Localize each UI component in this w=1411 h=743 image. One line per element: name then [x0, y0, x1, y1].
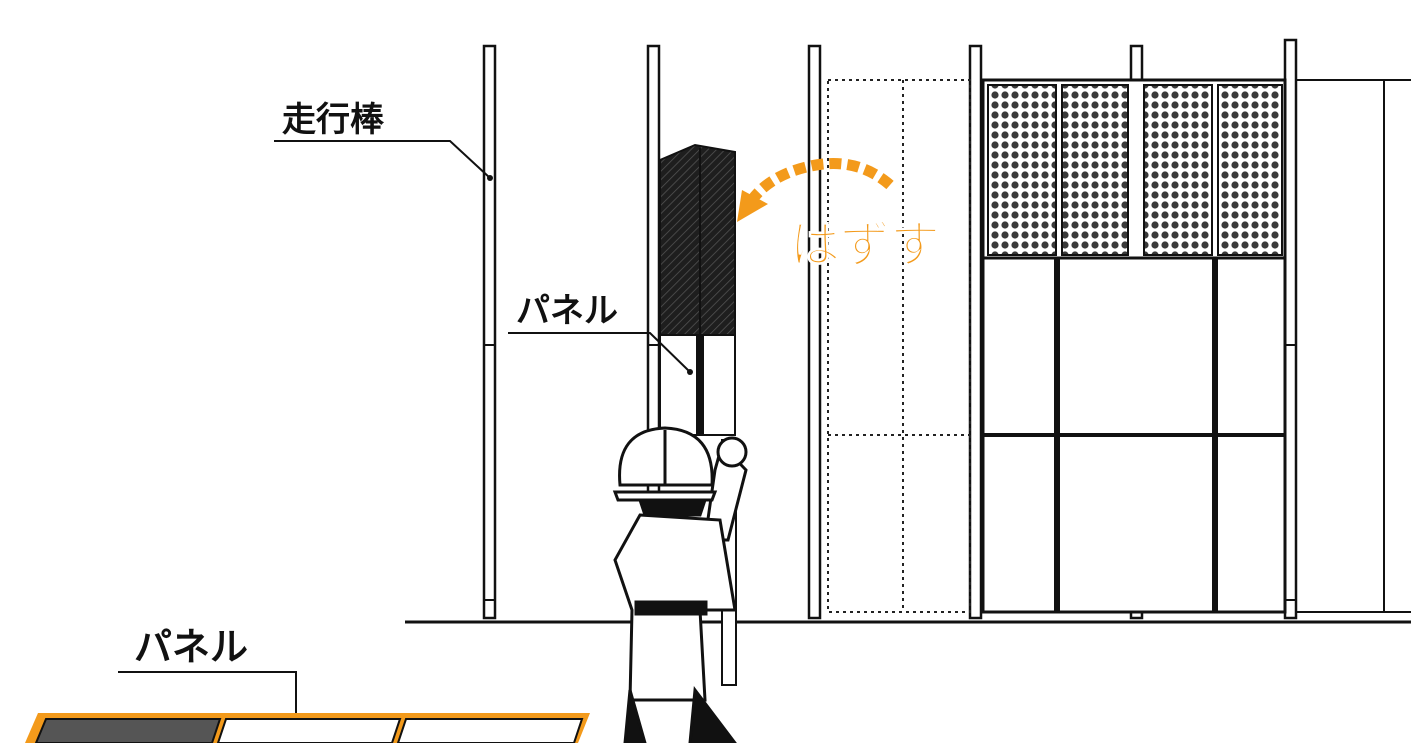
installed-panels	[981, 78, 1287, 614]
mesh-panel	[987, 84, 1057, 256]
rail-label: 走行棒	[282, 100, 385, 140]
worker-hand	[716, 436, 748, 468]
action-text: はずす	[790, 216, 940, 274]
panel-label-upper-group: パネル	[508, 291, 693, 375]
rail-leader-dot	[487, 175, 493, 181]
rail-pole	[1283, 38, 1298, 620]
remove-arrow	[737, 158, 894, 222]
rail-pole	[968, 44, 983, 620]
removed-panel-outline	[827, 79, 971, 613]
floor-panel	[25, 713, 590, 743]
mesh-panel	[1061, 84, 1129, 256]
rail-pole	[482, 44, 497, 620]
rail-pole	[807, 44, 822, 620]
mesh-panel	[1143, 84, 1213, 256]
panel-label-lower: パネル	[134, 625, 248, 669]
rail-label-group: 走行棒	[274, 100, 493, 181]
worker-figure	[612, 426, 748, 743]
mesh-panel	[1217, 84, 1283, 256]
worker-belt	[634, 600, 708, 616]
folded-panel	[659, 143, 737, 686]
panel-label-upper: パネル	[516, 291, 618, 331]
far-wall	[1296, 79, 1411, 613]
rail-leader-line	[274, 140, 491, 179]
panel-label-lower-group: パネル	[118, 625, 297, 718]
rail-joints	[484, 344, 1296, 601]
